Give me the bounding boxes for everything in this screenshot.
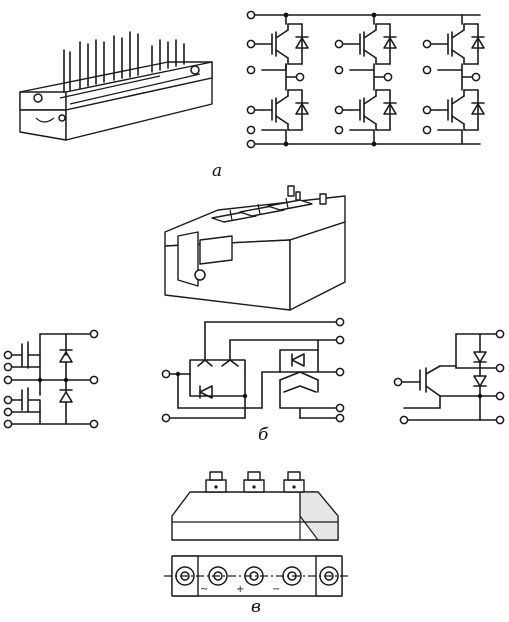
label-v: в: [251, 597, 261, 617]
schematic-b-center: [161, 317, 345, 423]
module-a-pins: [63, 31, 185, 93]
schematic-a-terminals: [246, 10, 481, 149]
module-a-drawing: [19, 31, 213, 141]
module-b-drawing: [164, 185, 346, 311]
module-v-top-view: ~ + −: [164, 555, 350, 597]
schematic-b-right: [393, 329, 505, 425]
terminal-mark-minus: −: [272, 584, 280, 595]
label-b: б: [258, 425, 269, 445]
label-a: а: [212, 161, 222, 181]
schematic-a-sixpack: [246, 10, 485, 149]
module-v-side-view: [171, 471, 339, 541]
terminal-mark-plus: +: [236, 584, 244, 595]
terminal-mark-ac: ~: [200, 584, 208, 595]
schematic-b-left: [3, 329, 99, 429]
